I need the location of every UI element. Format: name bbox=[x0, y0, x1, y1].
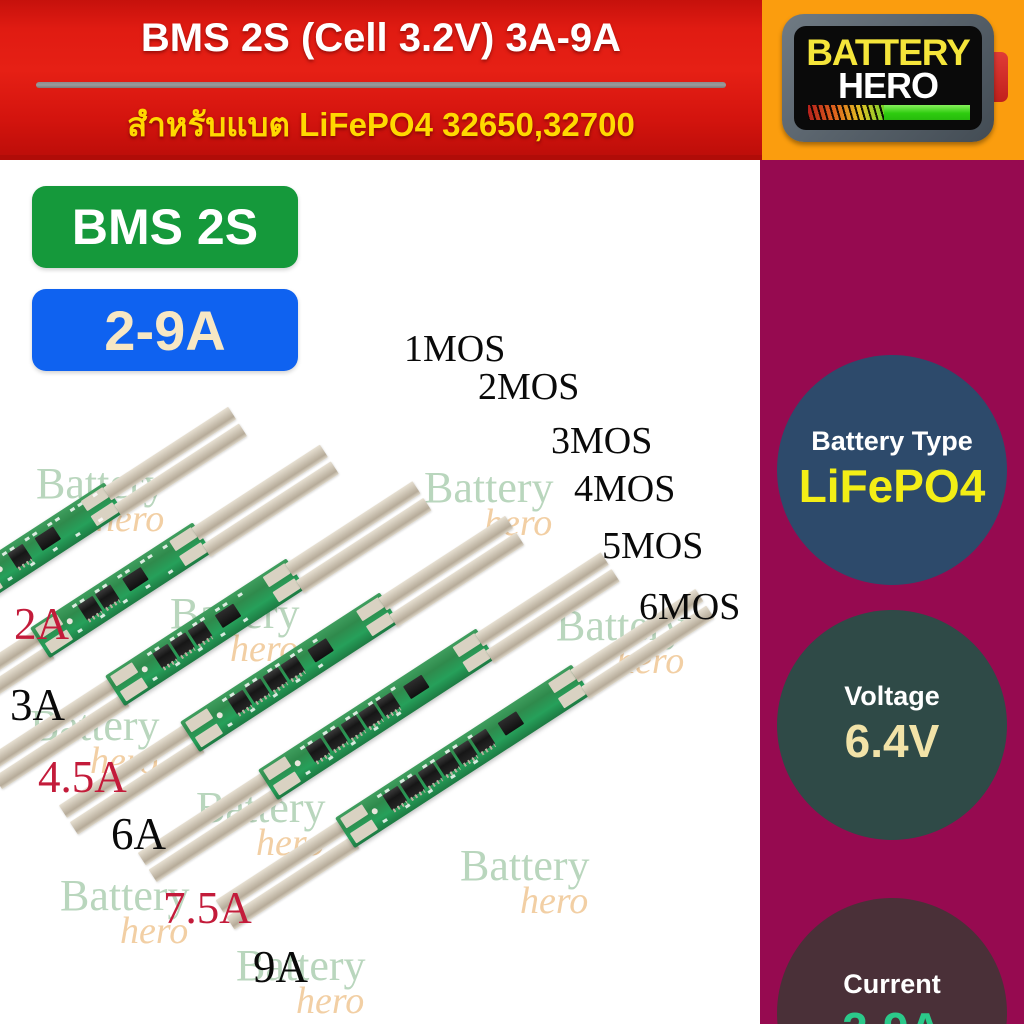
silkscreen-mark bbox=[69, 506, 76, 513]
silkscreen-mark bbox=[472, 759, 479, 765]
silkscreen-mark bbox=[404, 803, 411, 809]
logo-screen: BATTERY HERO bbox=[794, 26, 982, 130]
silkscreen-mark bbox=[152, 676, 158, 682]
brand-logo-panel: BATTERY HERO bbox=[762, 0, 1024, 160]
silkscreen-mark bbox=[99, 613, 106, 619]
silkscreen-mark bbox=[221, 697, 228, 703]
silkscreen-mark bbox=[427, 788, 434, 794]
mos-count-label: 2MOS bbox=[478, 366, 580, 408]
controller-ic bbox=[307, 638, 334, 663]
silkscreen-mark bbox=[220, 631, 226, 638]
silkscreen-mark bbox=[162, 544, 168, 550]
silkscreen-mark bbox=[317, 663, 324, 669]
silkscreen-mark bbox=[305, 770, 311, 776]
spec-value: 2-9A bbox=[842, 1003, 942, 1024]
board-marker-dot bbox=[215, 711, 224, 720]
battery-icon: BATTERY HERO bbox=[782, 14, 994, 142]
header-divider bbox=[36, 82, 726, 88]
silkscreen-mark bbox=[395, 711, 402, 717]
current-rating-label: 3A bbox=[10, 680, 65, 730]
header-subtitle: สำหรับแบต LiFePO4 32650,32700 bbox=[127, 106, 635, 143]
spec-item-voltage: Voltage 6.4V bbox=[760, 610, 1024, 840]
silkscreen-mark bbox=[77, 502, 83, 508]
badge-model: BMS 2S bbox=[32, 186, 298, 268]
page-title: BMS 2S (Cell 3.2V) 3A-9A bbox=[140, 16, 622, 60]
silkscreen-mark bbox=[350, 740, 357, 746]
header-red-panel: BMS 2S (Cell 3.2V) 3A-9A สำหรับแบต LiFeP… bbox=[0, 0, 762, 160]
silkscreen-mark bbox=[54, 516, 61, 522]
silkscreen-mark bbox=[376, 793, 383, 799]
silkscreen-mark bbox=[373, 725, 379, 732]
board-marker-dot bbox=[0, 565, 4, 574]
mos-count-label: 1MOS bbox=[404, 328, 506, 370]
current-rating-label: 9A bbox=[253, 942, 308, 992]
silkscreen-mark bbox=[75, 531, 81, 538]
controller-ic bbox=[402, 674, 430, 700]
silkscreen-mark bbox=[146, 651, 153, 657]
mos-count-label: 6MOS bbox=[639, 586, 741, 628]
spec-circle: Current 2-9A bbox=[777, 898, 1007, 1024]
silkscreen-mark bbox=[147, 554, 153, 560]
spec-circle: Voltage 6.4V bbox=[777, 610, 1007, 840]
silkscreen-mark bbox=[227, 722, 233, 728]
logo-line1: BATTERY bbox=[806, 32, 971, 73]
board-marker-dot bbox=[293, 759, 302, 768]
silkscreen-mark bbox=[77, 628, 83, 634]
silkscreen-mark bbox=[295, 677, 301, 684]
watermark-sub: hero bbox=[520, 880, 589, 922]
mos-count-label: 4MOS bbox=[574, 468, 676, 510]
silkscreen-mark bbox=[297, 648, 303, 654]
current-rating-label: 7.5A bbox=[163, 883, 252, 933]
silkscreen-mark bbox=[167, 569, 174, 575]
silkscreen-mark bbox=[24, 536, 31, 542]
silkscreen-mark bbox=[174, 661, 181, 667]
mos-count-label: 5MOS bbox=[602, 525, 704, 567]
watermark-brand: Battery bbox=[460, 841, 590, 890]
logo-line2: HERO bbox=[837, 65, 939, 106]
spec-value: LiFePO4 bbox=[798, 460, 986, 513]
solder-pad bbox=[0, 577, 4, 602]
silkscreen-mark bbox=[29, 561, 36, 567]
board-marker-dot bbox=[370, 807, 379, 816]
watermark-brand: Battery bbox=[424, 463, 554, 512]
silkscreen-mark bbox=[242, 617, 249, 623]
spec-value: 6.4V bbox=[844, 715, 940, 768]
spec-label: Current bbox=[843, 968, 941, 999]
silkscreen-mark bbox=[450, 773, 456, 780]
silkscreen-mark bbox=[71, 603, 78, 609]
silkscreen-mark bbox=[382, 818, 388, 824]
current-rating-label: 2A bbox=[14, 599, 69, 649]
silkscreen-mark bbox=[390, 686, 396, 692]
silkscreen-mark bbox=[1, 551, 8, 557]
silkscreen-mark bbox=[237, 592, 243, 598]
silkscreen-mark bbox=[139, 558, 146, 565]
silkscreen-mark bbox=[145, 583, 151, 590]
controller-ic bbox=[497, 711, 525, 736]
silkscreen-mark bbox=[299, 745, 306, 751]
mos-count-label: 3MOS bbox=[551, 420, 653, 462]
silkscreen-mark bbox=[249, 707, 256, 713]
silkscreen-mark bbox=[7, 576, 13, 582]
spec-item-current: Current 2-9A bbox=[760, 898, 1024, 1024]
board-marker-dot bbox=[140, 665, 149, 674]
silkscreen-mark bbox=[272, 692, 279, 698]
charge-level-fill-icon bbox=[884, 105, 970, 120]
silkscreen-mark bbox=[327, 755, 334, 761]
silkscreen-mark bbox=[122, 598, 129, 604]
spec-label: Battery Type bbox=[811, 425, 973, 456]
current-rating-label: 6A bbox=[111, 809, 166, 859]
silkscreen-mark bbox=[197, 646, 204, 652]
pcb-body bbox=[335, 664, 592, 849]
spec-label: Voltage bbox=[844, 680, 940, 711]
silkscreen-mark bbox=[52, 546, 59, 552]
badge-current-range: 2-9A bbox=[32, 289, 298, 371]
header-banner: BMS 2S (Cell 3.2V) 3A-9A สำหรับแบต LiFeP… bbox=[0, 0, 1024, 165]
current-rating-label: 4.5A bbox=[38, 752, 127, 802]
